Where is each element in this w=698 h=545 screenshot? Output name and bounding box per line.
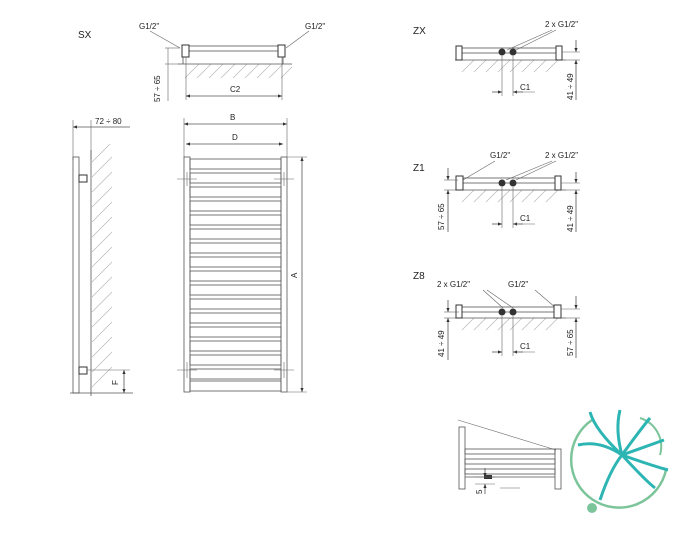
zx-spacing-label: C1	[520, 83, 531, 92]
front-right-tube	[280, 156, 288, 393]
detail-right-tube	[554, 448, 562, 490]
z1-connection-right-label: 2 x G1/2"	[545, 151, 578, 160]
sx-leader-left	[149, 30, 181, 49]
zx-view-title: ZX	[413, 26, 426, 37]
fern-spiral-logo-icon	[569, 409, 669, 513]
sx-valve-right	[277, 44, 286, 58]
zx-height-label: 41 ÷ 49	[566, 73, 575, 100]
z8-wall-hatching	[461, 317, 559, 331]
z1-spacing-label: C1	[520, 214, 531, 223]
sx-view: SX G1/2" G1/2" 57 ÷ 65	[78, 22, 325, 102]
zx-pipe-2	[509, 48, 517, 56]
side-wall-distance-label: 72 ÷ 80	[95, 117, 122, 126]
zx-leader-2	[515, 29, 557, 51]
side-view: 72 ÷ 80	[70, 117, 133, 396]
zx-pipe-1	[498, 48, 506, 56]
sx-height-label: 57 ÷ 65	[153, 75, 162, 102]
front-mounting-marks	[177, 172, 294, 378]
z1-view-title: Z1	[413, 163, 425, 174]
front-slats	[189, 158, 282, 392]
front-height-a-label: A	[290, 272, 299, 278]
z1-height-right-label: 41 ÷ 49	[566, 205, 575, 232]
detail-slat-2	[464, 458, 556, 465]
side-bracket-top	[78, 174, 88, 183]
detail-slat-3	[464, 468, 556, 475]
z1-wall-hatching	[461, 189, 559, 203]
zx-leader-1	[506, 29, 553, 51]
detail-dimension-label: 5	[475, 489, 484, 494]
z1-view: Z1 G1/2" 2 x G1/2" C1 5	[413, 151, 580, 232]
zx-wall-hatching	[461, 59, 559, 73]
front-width-b-label: B	[230, 113, 235, 122]
z8-view: Z8 2 x G1/2" G1/2" C1 4	[413, 271, 580, 360]
detail-wall-diagonal	[457, 419, 557, 451]
z1-height-left-label: 57 ÷ 65	[437, 203, 446, 230]
z8-height-left-label: 41 ÷ 49	[437, 330, 446, 357]
sx-leader-right	[285, 30, 310, 49]
side-wall-hatching	[91, 143, 113, 388]
sx-wall-hatching	[184, 63, 293, 79]
z8-height-right-label: 57 ÷ 65	[566, 329, 575, 356]
side-bottom-height-label: F	[111, 380, 120, 385]
z1-connection-left-label: G1/2"	[490, 151, 510, 160]
sx-view-title: SX	[78, 30, 92, 41]
z8-spacing-label: C1	[520, 342, 531, 351]
z8-connection-right-label: G1/2"	[508, 280, 528, 289]
sx-valve-left	[181, 44, 190, 58]
detail-view: 5	[457, 419, 562, 494]
sx-spacing-label: C2	[230, 85, 241, 94]
z8-view-title: Z8	[413, 271, 425, 282]
zx-connection-label: 2 x G1/2"	[545, 20, 578, 29]
sx-radiator-body	[182, 45, 284, 52]
sx-connection-right-label: G1/2"	[305, 22, 325, 31]
front-view: B D	[177, 113, 307, 393]
z8-connection-left-label: 2 x G1/2"	[437, 280, 470, 289]
detail-slat-1	[464, 448, 556, 455]
front-left-tube	[183, 156, 191, 393]
side-bracket-bottom	[78, 366, 88, 375]
sx-connection-left-label: G1/2"	[139, 22, 159, 31]
front-width-d-label: D	[232, 133, 238, 142]
side-radiator-profile	[72, 156, 80, 394]
detail-left-tube	[458, 426, 466, 490]
zx-view: ZX 2 x G1/2" C1 41 ÷ 49	[413, 20, 580, 100]
